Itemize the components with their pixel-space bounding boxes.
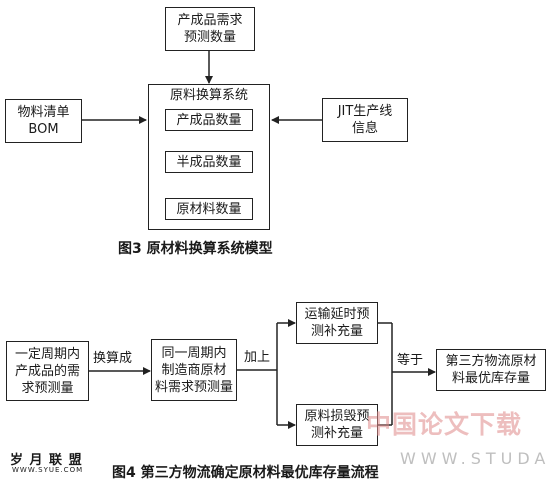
- figure-4-caption: 图4 第三方物流确定原材料最优库存量流程: [112, 465, 379, 481]
- material-loss-box: 原料损毁预 测补充量: [296, 404, 378, 446]
- figure-3-caption: 图3 原材料换算系统模型: [118, 241, 273, 257]
- conversion-system-title: 原料换算系统: [169, 88, 248, 103]
- left-watermark-logo: 岁 月 联 盟: [10, 453, 83, 468]
- bom-box: 物料清单 BOM: [5, 99, 82, 143]
- left-watermark-url: WWW.SYUE.COM: [12, 466, 84, 474]
- add-label: 加上: [244, 350, 271, 366]
- semi-finished-box: 半成品数量: [165, 151, 253, 173]
- right-watermark-url: WWW.STUDA.: [400, 449, 550, 468]
- demand-forecast-box: 产成品需求 预测数量: [165, 7, 255, 51]
- finished-goods-box: 产成品数量: [165, 109, 253, 131]
- convert-to-label: 换算成: [93, 351, 133, 367]
- transport-delay-box: 运输延时预 测补充量: [296, 302, 378, 344]
- right-watermark-logo: 中国论文下载: [366, 410, 523, 439]
- maker-demand-box: 同一周期内 制造商原材 料需求预测量: [151, 339, 237, 401]
- jit-info-box: JIT生产线 信息: [322, 98, 408, 142]
- optimal-inventory-box: 第三方物流原材 料最优库存量: [436, 349, 546, 391]
- equals-label: 等于: [397, 353, 424, 369]
- raw-materials-box: 原材料数量: [165, 198, 253, 220]
- period-demand-box: 一定周期内 产成品的需 求预测量: [6, 341, 89, 401]
